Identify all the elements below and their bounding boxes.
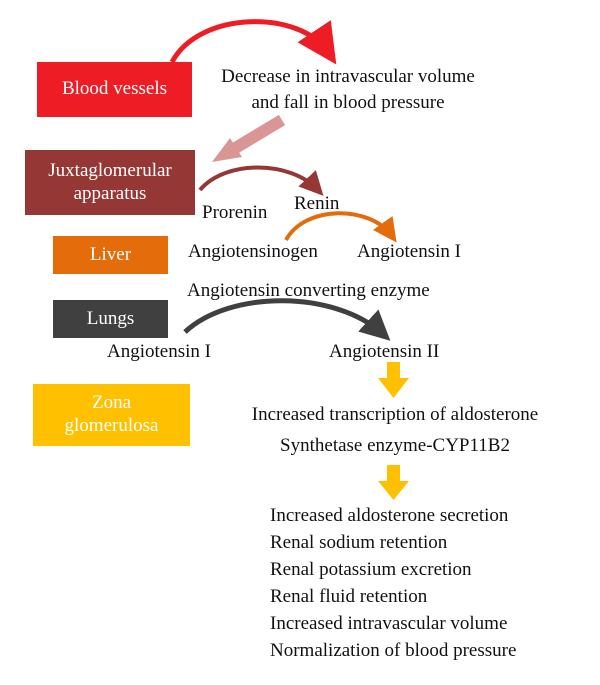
lungs-label: Lungs xyxy=(86,307,135,329)
lungs-box: Lungs xyxy=(53,300,168,338)
transcription-line-2: Synthetase enzyme-CYP11B2 xyxy=(280,434,510,456)
zona-glomerulosa-label: Zona glomerulosa xyxy=(64,392,159,436)
decrease-line-1: Decrease in intravascular volume xyxy=(221,66,475,87)
juxtaglomerular-box: Juxtaglomerular apparatus xyxy=(25,150,195,215)
yellow-down-arrow-1 xyxy=(378,362,409,398)
transcription-line-1: Increased transcription of aldosterone xyxy=(251,404,539,425)
red-curved-arrow xyxy=(169,19,337,65)
decrease-text: Decrease in intravascular volume and fal… xyxy=(198,66,498,115)
transcription-text: Increased transcription of aldosterone S… xyxy=(240,404,550,458)
zona-glomerulosa-box: Zona glomerulosa xyxy=(33,384,190,446)
blood-vessels-label: Blood vessels xyxy=(61,78,168,100)
blood-vessels-box: Blood vessels xyxy=(37,62,192,117)
gray-curved-arrow xyxy=(183,298,391,341)
pink-arrow xyxy=(212,114,286,162)
outcome-item: Renal sodium retention xyxy=(270,532,448,553)
orange-curved-arrow xyxy=(284,211,397,243)
outcome-item: Increased aldosterone secretion xyxy=(270,505,509,526)
ace-label: Angiotensin converting enzyme xyxy=(187,280,430,301)
maroon-curved-arrow xyxy=(198,165,324,196)
liver-box: Liver xyxy=(53,236,168,274)
yellow-down-arrow-2 xyxy=(378,465,409,500)
angiotensin-i-lungs-label: Angiotensin I xyxy=(107,341,211,362)
decrease-line-2: and fall in blood pressure xyxy=(251,91,445,113)
angiotensin-ii-label: Angiotensin II xyxy=(329,341,440,362)
outcome-item: Renal fluid retention xyxy=(270,586,428,607)
angiotensin-i-liver-label: Angiotensin I xyxy=(357,241,461,262)
outcome-item: Renal potassium excretion xyxy=(270,559,472,580)
outcome-item: Normalization of blood pressure xyxy=(270,640,517,661)
outcomes-list: Increased aldosterone secretion Renal so… xyxy=(270,502,516,664)
angiotensinogen-label: Angiotensinogen xyxy=(188,241,318,262)
liver-label: Liver xyxy=(89,243,132,265)
renin-label: Renin xyxy=(294,193,340,214)
outcome-item: Increased intravascular volume xyxy=(270,613,508,634)
prorenin-label: Prorenin xyxy=(202,202,268,223)
juxtaglomerular-label: Juxtaglomerular apparatus xyxy=(48,159,172,204)
